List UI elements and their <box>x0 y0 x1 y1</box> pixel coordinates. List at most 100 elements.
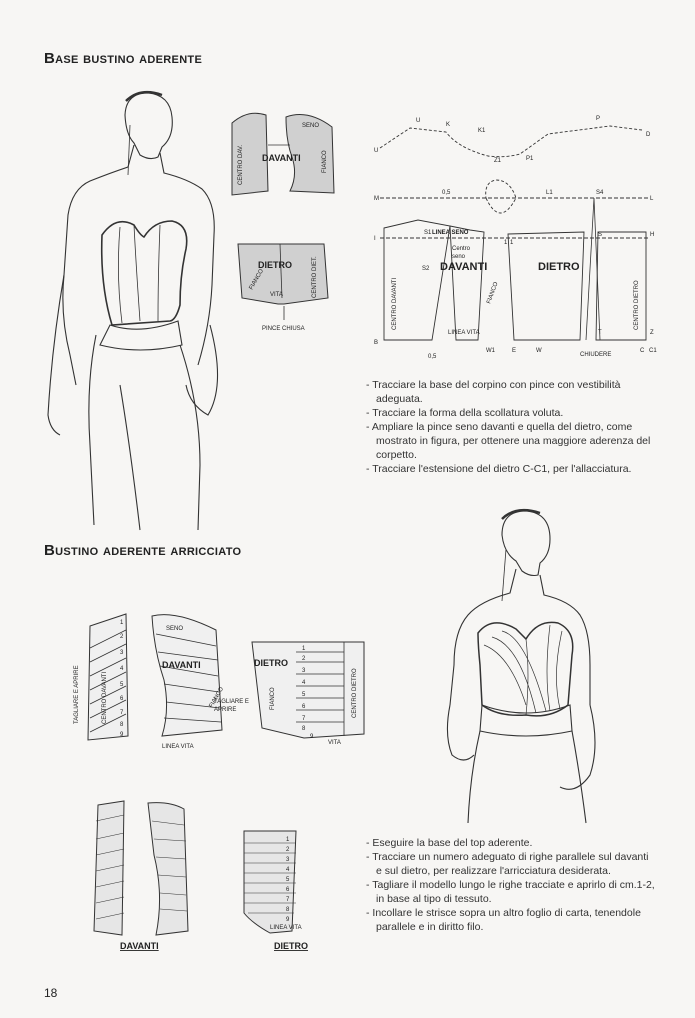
pince-chiusa-label: PINCE CHIUSA <box>262 326 305 332</box>
svg-text:1: 1 <box>504 240 508 246</box>
svg-text:5: 5 <box>286 877 290 883</box>
svg-text:0,5: 0,5 <box>442 190 451 196</box>
dietro-label-2: DIETRO <box>254 658 288 668</box>
svg-text:B: B <box>374 340 378 346</box>
svg-text:T: T <box>598 330 602 336</box>
svg-text:2: 2 <box>286 847 290 853</box>
dietro-bottom-label: DIETRO <box>274 941 308 951</box>
svg-text:L: L <box>650 196 654 202</box>
svg-text:7: 7 <box>286 897 290 903</box>
dietro-draft-label: DIETRO <box>538 261 580 273</box>
svg-text:K: K <box>446 122 450 128</box>
svg-text:P1: P1 <box>526 156 534 162</box>
svg-text:Centro: Centro <box>452 246 471 252</box>
svg-text:4: 4 <box>120 666 124 672</box>
fianco-label-front: FIANCO <box>322 150 328 173</box>
centro-diet-label: CENTRO DIET. <box>312 256 318 298</box>
model-illustration-2 <box>446 508 596 824</box>
svg-text:C1: C1 <box>649 348 657 354</box>
svg-text:8: 8 <box>286 907 290 913</box>
tagliare-label-front: TAGLIARE E APRIRE <box>74 665 80 724</box>
instructions-section2: - Eseguire la base del top aderente. - T… <box>366 836 656 934</box>
svg-text:CHIUDERE: CHIUDERE <box>580 352 611 358</box>
instruction-1-1: - Tracciare la base del corpino con pinc… <box>366 379 621 405</box>
svg-text:0,5: 0,5 <box>428 354 437 360</box>
back-slash-pattern: 1 2 3 4 5 6 7 8 9 DIETRO FIANCO CENTRO D… <box>251 641 365 746</box>
svg-text:E: E <box>512 348 516 354</box>
svg-text:K1: K1 <box>478 128 486 134</box>
page-number: 18 <box>44 986 58 1000</box>
svg-text:7: 7 <box>302 716 306 722</box>
svg-text:4: 4 <box>302 680 306 686</box>
svg-text:4: 4 <box>286 867 290 873</box>
back-pattern-piece-small: DIETRO FIANCO CENTRO DIET. VITA PINCE CH… <box>237 243 329 332</box>
section-title-base-bustino: Base bustino aderente <box>44 50 203 67</box>
svg-text:D: D <box>646 132 651 138</box>
svg-text:3: 3 <box>302 668 306 674</box>
instruction-1-4: - Tracciare l'estensione del dietro C-C1… <box>366 463 632 475</box>
svg-text:P: P <box>596 116 600 122</box>
davanti-small-label: DAVANTI <box>262 153 301 163</box>
svg-text:9: 9 <box>310 734 314 740</box>
instructions-section1: - Tracciare la base del corpino con pinc… <box>366 378 656 476</box>
svg-text:Z1: Z1 <box>494 158 502 164</box>
instruction-2-3: - Tagliare il modello lungo le righe tra… <box>366 879 655 905</box>
svg-text:6: 6 <box>120 696 124 702</box>
centro-dietro-label: CENTRO DIETRO <box>634 280 640 330</box>
model-illustration-1 <box>47 90 219 531</box>
vita-label: VITA <box>270 292 283 298</box>
svg-text:1: 1 <box>510 240 514 246</box>
svg-text:1: 1 <box>120 620 124 626</box>
svg-text:C: C <box>640 348 645 354</box>
centro-dietro-label-2: CENTRO DIETRO <box>352 668 358 718</box>
seno-label-2: SENO <box>166 626 183 632</box>
svg-text:7: 7 <box>120 710 124 716</box>
instruction-2-1: - Eseguire la base del top aderente. <box>366 837 533 849</box>
svg-text:Z: Z <box>650 330 654 336</box>
vita-label-2: VITA <box>328 740 341 746</box>
svg-text:9: 9 <box>286 917 290 923</box>
svg-text:1: 1 <box>286 837 290 843</box>
linea-vita-label-2: LINEA VITA <box>162 744 194 750</box>
centro-dav-label: CENTRO DAV. <box>238 145 244 185</box>
svg-text:8: 8 <box>302 726 306 732</box>
svg-text:LINEA SENO: LINEA SENO <box>432 230 469 236</box>
instruction-1-2: - Tracciare la forma della scollatura vo… <box>366 407 564 419</box>
svg-text:I: I <box>374 236 376 242</box>
svg-text:2: 2 <box>120 634 124 640</box>
svg-text:S2: S2 <box>422 266 430 272</box>
svg-text:6: 6 <box>302 704 306 710</box>
front-pattern-piece-small: SENO DAVANTI CENTRO DAV. FIANCO <box>231 112 335 196</box>
svg-text:1: 1 <box>302 646 306 652</box>
section-title-arricciato: Bustino aderente arricciato <box>44 542 242 559</box>
svg-text:W1: W1 <box>486 348 496 354</box>
svg-text:5: 5 <box>302 692 306 698</box>
svg-text:6: 6 <box>286 887 290 893</box>
svg-text:S: S <box>598 232 602 238</box>
svg-text:S1: S1 <box>424 230 432 236</box>
svg-text:U: U <box>416 118 420 124</box>
svg-text:9: 9 <box>120 732 124 738</box>
linea-vita-bottom-label: LINEA VITA <box>270 925 302 931</box>
svg-text:M: M <box>374 196 379 202</box>
svg-text:3: 3 <box>286 857 290 863</box>
back-spread-pattern: 1 2 3 4 5 6 7 8 9 LINEA VITA DIETRO <box>243 830 308 951</box>
centro-davanti-label-2: CENTRO DAVANTI <box>102 672 108 724</box>
instruction-2-2: - Tracciare un numero adeguato di righe … <box>366 851 649 877</box>
tagliare-label-mid: TAGLIARE E APRIRE <box>214 699 249 713</box>
svg-text:3: 3 <box>120 650 124 656</box>
davanti-draft-label: DAVANTI <box>440 261 487 273</box>
davanti-label-2: DAVANTI <box>162 660 201 670</box>
linea-vita-draft-label: LINEA VITA <box>448 330 480 336</box>
svg-text:U: U <box>374 148 378 154</box>
svg-text:H: H <box>650 232 654 238</box>
front-slash-pattern: 1 2 3 4 5 6 7 8 9 SENO DAVANTI CENTRO DA… <box>74 613 225 750</box>
svg-text:W: W <box>536 348 542 354</box>
svg-text:5: 5 <box>120 682 124 688</box>
svg-text:seno: seno <box>452 254 466 260</box>
svg-text:8: 8 <box>120 722 124 728</box>
fianco-draft-label: FIANCO <box>486 281 500 305</box>
front-spread-pattern: DAVANTI <box>93 800 189 951</box>
